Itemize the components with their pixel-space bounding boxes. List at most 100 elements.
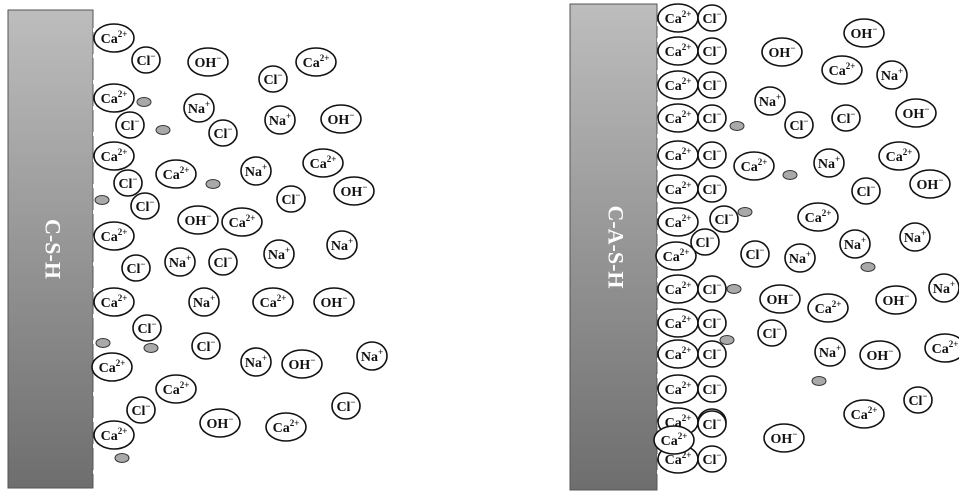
ion-cl: Cl− <box>691 229 719 255</box>
ion-ca: Ca2+ <box>222 208 262 236</box>
ion-cl: Cl− <box>277 186 305 212</box>
ion-oh: OH− <box>762 38 802 66</box>
ion-na: Na+ <box>241 348 271 376</box>
adsorbed-particle <box>144 344 158 353</box>
ion-ca: Ca2+ <box>658 104 698 132</box>
ion-oh: OH− <box>876 286 916 314</box>
adsorbed-particle <box>206 180 220 189</box>
ion-ca: Ca2+ <box>253 288 293 316</box>
ion-na: Na+ <box>184 94 214 122</box>
ion-cl: Cl− <box>698 105 726 131</box>
ion-oh: OH− <box>282 350 322 378</box>
ion-oh: OH− <box>178 206 218 234</box>
adsorbed-particle <box>730 122 744 131</box>
ion-na: Na+ <box>815 338 845 366</box>
ion-oh: OH− <box>314 288 354 316</box>
ion-ca: Ca2+ <box>303 149 343 177</box>
ion-na: Na+ <box>357 342 387 370</box>
ion-ca: Ca2+ <box>879 142 919 170</box>
ion-ca: Ca2+ <box>94 84 134 112</box>
adsorbed-particle <box>115 454 129 463</box>
ion-ca: Ca2+ <box>658 340 698 368</box>
ion-cl: Cl− <box>127 397 155 423</box>
ion-cl: Cl− <box>259 66 287 92</box>
ion-cl: Cl− <box>132 47 160 73</box>
ion-cl: Cl− <box>114 170 142 196</box>
ion-na: Na+ <box>265 106 295 134</box>
ion-cl: Cl− <box>122 255 150 281</box>
ion-cl: Cl− <box>332 393 360 419</box>
ion-cl: Cl− <box>698 176 726 202</box>
ion-cl: Cl− <box>209 249 237 275</box>
ion-cl: Cl− <box>698 142 726 168</box>
ion-ca: Ca2+ <box>658 141 698 169</box>
ion-na: Na+ <box>877 61 907 89</box>
ion-ca: Ca2+ <box>658 309 698 337</box>
ion-na: Na+ <box>929 274 959 302</box>
ion-ca: Ca2+ <box>654 426 694 454</box>
ion-oh: OH− <box>188 48 228 76</box>
ion-ca: Ca2+ <box>658 4 698 32</box>
adsorbed-particle <box>720 336 734 345</box>
adsorbed-particle <box>96 339 110 348</box>
ion-ca: Ca2+ <box>658 275 698 303</box>
ion-cl: Cl− <box>131 193 159 219</box>
ion-cl: Cl− <box>116 112 144 138</box>
ion-na: Na+ <box>755 87 785 115</box>
ion-oh: OH− <box>844 19 884 47</box>
ion-oh: OH− <box>764 424 804 452</box>
ion-cl: Cl− <box>904 387 932 413</box>
ion-ca: Ca2+ <box>266 413 306 441</box>
adsorbed-particle <box>812 377 826 386</box>
ion-ca: Ca2+ <box>296 48 336 76</box>
adsorbed-particle <box>727 285 741 294</box>
ion-ca: Ca2+ <box>94 222 134 250</box>
ion-na: Na+ <box>900 223 930 251</box>
ion-na: Na+ <box>189 288 219 316</box>
ion-ca: Ca2+ <box>94 288 134 316</box>
ion-ca: Ca2+ <box>925 334 959 362</box>
ion-ca: Ca2+ <box>822 56 862 84</box>
ion-na: Na+ <box>814 149 844 177</box>
ion-ca: Ca2+ <box>808 294 848 322</box>
csh-panel: C-S-HCa2+Cl−OH−Ca2+Cl−Ca2+Na+Na+OH−Cl−Cl… <box>0 0 470 493</box>
ion-ca: Ca2+ <box>658 175 698 203</box>
ion-cl: Cl− <box>852 178 880 204</box>
ion-ca: Ca2+ <box>734 152 774 180</box>
ion-cl: Cl− <box>698 38 726 64</box>
ion-na: Na+ <box>241 157 271 185</box>
ion-cl: Cl− <box>832 105 860 131</box>
ion-na: Na+ <box>785 244 815 272</box>
adsorbed-particle <box>861 263 875 272</box>
adsorbed-particle <box>156 126 170 135</box>
ion-na: Na+ <box>840 230 870 258</box>
ion-cl: Cl− <box>698 72 726 98</box>
ion-ca: Ca2+ <box>658 375 698 403</box>
ion-cl: Cl− <box>209 120 237 146</box>
adsorbed-particle <box>95 196 109 205</box>
ion-ca: Ca2+ <box>156 375 196 403</box>
ion-cl: Cl− <box>192 333 220 359</box>
ion-ca: Ca2+ <box>656 242 696 270</box>
adsorbed-particle <box>137 98 151 107</box>
ion-oh: OH− <box>760 285 800 313</box>
ion-cl: Cl− <box>741 241 769 267</box>
left-wall-label: C-S-H <box>40 219 65 279</box>
adsorbed-particle <box>738 208 752 217</box>
ion-cl: Cl− <box>698 276 726 302</box>
ion-na: Na+ <box>165 248 195 276</box>
adsorbed-particle <box>783 171 797 180</box>
ion-ca: Ca2+ <box>658 71 698 99</box>
ion-ca: Ca2+ <box>94 142 134 170</box>
right-wall-label: C-A-S-H <box>603 205 628 288</box>
ion-ca: Ca2+ <box>844 400 884 428</box>
ion-na: Na+ <box>264 240 294 268</box>
ion-ca: Ca2+ <box>94 421 134 449</box>
ion-oh: OH− <box>334 177 374 205</box>
ion-cl: Cl− <box>698 341 726 367</box>
ion-ca: Ca2+ <box>94 24 134 52</box>
ion-oh: OH− <box>860 341 900 369</box>
ion-ca: Ca2+ <box>798 203 838 231</box>
ion-cl: Cl− <box>698 310 726 336</box>
